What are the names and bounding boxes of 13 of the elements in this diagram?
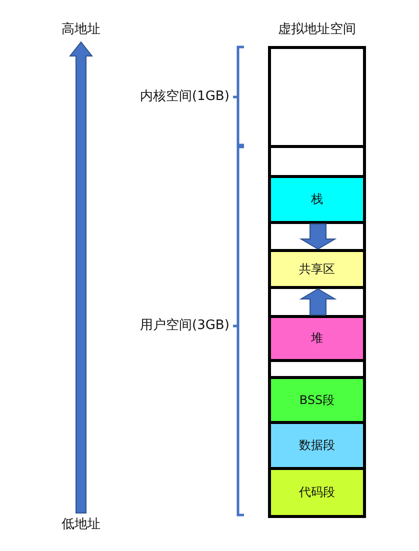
address-label: 低地址: [62, 517, 100, 533]
memory-segment: 数据段: [271, 424, 363, 470]
memory-segment: 堆: [271, 315, 363, 362]
memory-segment: 代码段: [271, 470, 363, 515]
memory-segment: 栈: [271, 175, 363, 224]
region-label: 用户空间(3GB): [140, 318, 230, 334]
region-label: 内核空间(1GB): [140, 89, 230, 105]
memory-segment: 共享区: [271, 249, 363, 289]
column-heading: 虚拟地址空间: [277, 22, 357, 38]
memory-segment: BSS段: [271, 376, 363, 424]
block-arrow: [299, 288, 337, 316]
block-arrow: [299, 224, 337, 250]
address-label: 高地址: [62, 22, 100, 38]
